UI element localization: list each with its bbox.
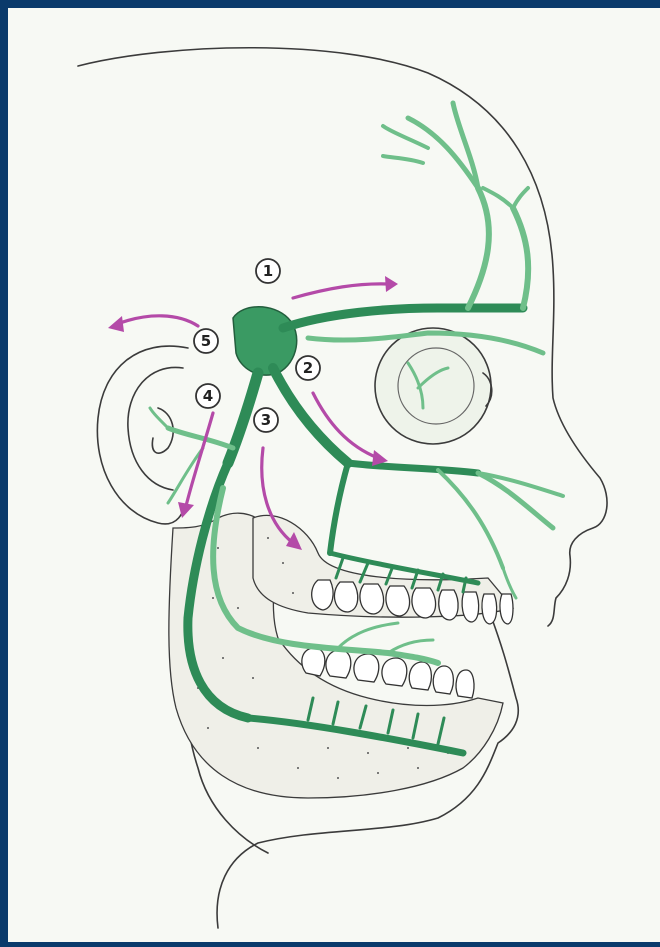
label-5: 5 (194, 329, 218, 353)
diagram-frame: 1 2 3 4 5 (8, 8, 660, 942)
label-4: 4 (196, 384, 220, 408)
arrow-1 (293, 276, 398, 298)
svg-text:3: 3 (261, 411, 271, 429)
trigeminal-nerve-diagram: 1 2 3 4 5 (8, 8, 660, 942)
arrow-4 (178, 413, 213, 518)
svg-text:2: 2 (303, 359, 313, 377)
svg-text:1: 1 (263, 262, 273, 280)
svg-text:4: 4 (203, 387, 213, 405)
ear-outline (97, 346, 188, 524)
trigeminal-ganglion (233, 307, 297, 375)
arrow-2 (313, 393, 388, 466)
arrow-5 (108, 316, 198, 332)
label-3: 3 (254, 408, 278, 432)
label-2: 2 (296, 356, 320, 380)
head-outline (78, 48, 607, 626)
label-1: 1 (256, 259, 280, 283)
svg-text:5: 5 (201, 332, 211, 350)
